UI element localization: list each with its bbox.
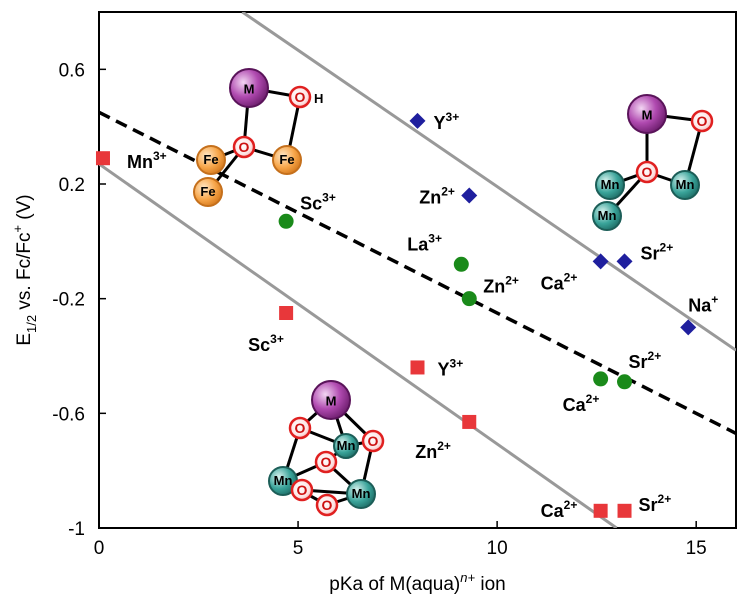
axes: 0 5 10 15 0.6 0.2 -0.2 -0.6 -1 pKa of M(aqua)n+ i… <box>10 60 707 595</box>
metal-M-sphere <box>229 68 269 108</box>
diamond-point-Zn2plus-label: Zn2+ <box>419 184 455 207</box>
plot-area <box>98 11 737 529</box>
oxygen-1-sphere <box>690 109 714 133</box>
oxygen-b-sphere <box>361 429 385 453</box>
iron-2-label: Fe <box>279 152 294 167</box>
x-tick-label: 10 <box>487 538 508 559</box>
x-tick-label: 0 <box>94 538 105 559</box>
y-tick-label: 0.2 <box>59 175 85 196</box>
y-tick-label: -0.2 <box>52 290 85 311</box>
diamond-point-Sr2plus-label: Sr2+ <box>641 240 674 263</box>
manganese-b-label: Mn <box>274 473 293 488</box>
square-point-Sc3plus-label: Sc3+ <box>248 332 284 355</box>
data-points <box>95 112 697 518</box>
circle-point-Ca2plus-label: Ca2+ <box>563 392 600 415</box>
diamond-point-Sr2plus <box>616 253 633 270</box>
diamond-point-Naplus <box>680 319 697 336</box>
x-tick-label: 5 <box>293 538 304 559</box>
circle-point-Sr2plus <box>617 374 633 390</box>
metal-M-3-label: M <box>326 393 337 408</box>
trendline-solid-2 <box>99 162 618 528</box>
y-tick-label: 0.6 <box>59 60 85 81</box>
diamond-point-Y3plus <box>409 112 426 129</box>
oxygen-c-label: O <box>321 454 332 470</box>
square-point-Y3plus <box>410 360 425 375</box>
oxygen-d-sphere <box>290 478 314 502</box>
oxygen-e-sphere <box>315 493 339 517</box>
oxygen-2-label: O <box>642 164 653 180</box>
oxygen-c-sphere <box>314 450 338 474</box>
oxygen-d-label: O <box>297 482 308 498</box>
y-tick-label: -1 <box>68 519 85 540</box>
oxygen-hydroxo-label: O <box>295 89 306 105</box>
iron-2-sphere <box>272 145 302 175</box>
metal-M-label: M <box>244 81 255 96</box>
square-point-Mn3plus-label: Mn3+ <box>127 149 167 172</box>
square-point-Ca2plus-label: Ca2+ <box>541 498 578 521</box>
square-point-Mn3plus <box>95 151 110 166</box>
manganese-2-sphere <box>670 170 700 200</box>
manganese-1-label: Mn <box>601 177 620 192</box>
oxygen-1-label: O <box>697 113 708 129</box>
iron-3-label: Fe <box>200 184 215 199</box>
circle-point-Sc3plus <box>278 213 294 229</box>
iron-3-sphere <box>193 177 223 207</box>
x-tick-label: 15 <box>686 538 707 559</box>
circle-point-Zn2plus <box>461 291 477 307</box>
y-axis-title: E1/2 vs. Fc/Fc+ (V) <box>10 194 39 345</box>
circle-point-Zn2plus-label: Zn2+ <box>483 274 519 297</box>
square-point-Zn2plus-label: Zn2+ <box>415 439 451 462</box>
square-point-Sr2plus-label: Sr2+ <box>639 492 672 515</box>
circle-point-La3plus <box>453 256 469 272</box>
oxygen-b-label: O <box>368 433 379 449</box>
circle-point-Sc3plus-label: Sc3+ <box>300 190 336 213</box>
metal-M-2-sphere <box>627 94 667 134</box>
square-point-Sc3plus <box>279 306 294 320</box>
manganese-c-label: Mn <box>352 486 371 501</box>
square-point-Y3plus-label: Y3+ <box>438 356 464 379</box>
circle-point-Sr2plus-label: Sr2+ <box>629 349 662 372</box>
iron-1-label: Fe <box>203 152 218 167</box>
oxygen-hydroxo-sphere <box>288 85 312 109</box>
metal-M-2-label: M <box>642 107 653 122</box>
hydrogen-label: H <box>314 91 323 106</box>
oxygen-bridging-label: O <box>239 139 250 155</box>
iron-1-sphere <box>196 145 226 175</box>
plot-frame <box>98 11 737 529</box>
oxygen-2-sphere <box>635 160 659 184</box>
manganese-a-label: Mn <box>337 438 356 453</box>
oxygen-bridging-sphere <box>232 135 256 159</box>
diamond-point-Ca2plus-label: Ca2+ <box>541 270 578 293</box>
square-point-Sr2plus <box>617 503 632 518</box>
diamond-point-Naplus-label: Na+ <box>688 292 718 315</box>
circle-point-La3plus-label: La3+ <box>407 231 442 254</box>
square-point-Ca2plus <box>593 503 608 518</box>
oxygen-a-label: O <box>295 420 306 436</box>
manganese-3-label: Mn <box>598 208 617 223</box>
oxygen-e-label: O <box>322 497 333 513</box>
point-labels: Y3+ Zn2+ Ca2+ Sr2+ Na+ Sc3+ La3+ Zn2+ Ca2+ Sr2+ Mn… <box>127 110 718 521</box>
diamond-point-Y3plus-label: Y3+ <box>434 110 460 133</box>
oxygen-a-sphere <box>288 416 312 440</box>
diamond-point-Ca2plus <box>592 253 609 270</box>
circle-point-Ca2plus <box>593 371 609 387</box>
manganese-2-label: Mn <box>676 177 695 192</box>
manganese-c-sphere <box>346 479 376 509</box>
square-point-Zn2plus <box>462 414 477 429</box>
trendline-solid-0 <box>241 12 736 352</box>
y-tick-label: -0.6 <box>52 404 85 425</box>
metal-M-3-sphere <box>311 380 351 420</box>
x-axis-title: pKa of M(aqua)n+ ion <box>329 570 505 595</box>
diamond-point-Zn2plus <box>461 187 478 204</box>
manganese-3-sphere <box>592 201 622 231</box>
manganese-1-sphere <box>595 170 625 200</box>
manganese-a-sphere <box>333 433 359 459</box>
